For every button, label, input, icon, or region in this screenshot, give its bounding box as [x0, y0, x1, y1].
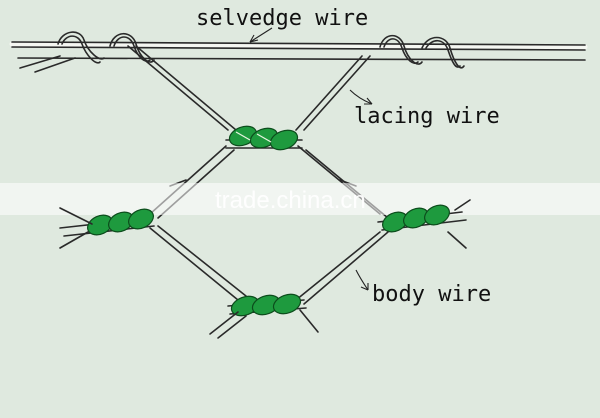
upper-twist: [225, 125, 303, 151]
body-wire-label: body wire: [372, 282, 491, 307]
upper-mesh-wires: [127, 45, 371, 131]
left-twist: [59, 207, 155, 249]
watermark: trade.china.cn: [0, 183, 600, 215]
label-lacing: lacing wire: [349, 89, 500, 129]
lacing-wire-label: lacing wire: [354, 104, 500, 129]
lacing-leader: [349, 89, 373, 105]
label-body: body wire: [355, 269, 491, 307]
lower-mesh-wires: [149, 225, 389, 305]
selvedge-wraps: [57, 31, 465, 69]
selvedge-leader: [249, 27, 273, 43]
selvedge-wire: [9, 41, 588, 73]
label-selvedge: selvedge wire: [196, 6, 368, 43]
bottom-twist: [209, 293, 319, 339]
watermark-text: trade.china.cn: [215, 187, 366, 214]
right-twist: [377, 199, 471, 249]
body-leader: [355, 269, 369, 291]
selvedge-wire-label: selvedge wire: [196, 6, 368, 31]
